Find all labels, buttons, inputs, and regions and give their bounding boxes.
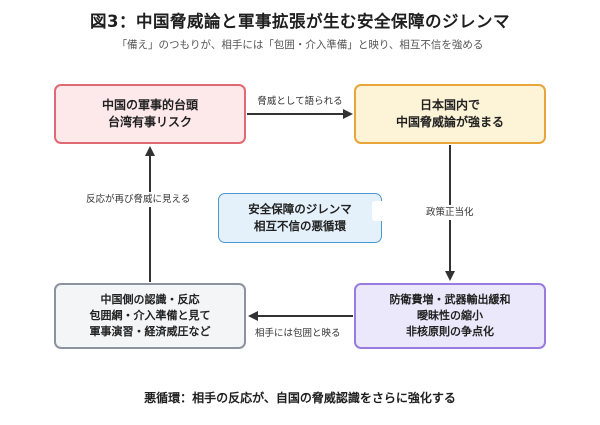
node-defense-policy: 防衛費増・武器輸出緩和 曖昧性の縮小 非核原則の争点化: [354, 283, 546, 349]
node-line: 防衛費増・武器輸出緩和: [389, 293, 511, 307]
node-line: 相互不信の悪循環: [254, 219, 346, 233]
node-line: 中国脅威論が強まる: [395, 115, 504, 129]
node-japan-threat-theory: 日本国内で 中国脅威論が強まる: [354, 84, 546, 144]
node-line: 日本国内で: [419, 97, 480, 112]
node-line: 非核原則の争点化: [406, 324, 494, 338]
edge-label-bottom: 相手には包囲と映る: [251, 326, 345, 341]
node-line: 軍事演習・経済威圧など: [89, 324, 211, 338]
node-line: 中国の軍事的台頭: [101, 97, 198, 112]
edge-label-right: 政策正当化: [422, 205, 478, 220]
node-line: 台湾有事リスク: [107, 115, 192, 129]
node-china-military-rise: 中国の軍事的台頭 台湾有事リスク: [54, 84, 246, 144]
page-title: 図3：中国脅威論と軍事拡張が生む安全保障のジレンマ: [90, 12, 510, 31]
node-line: 包囲網・介入準備と見て: [89, 309, 211, 323]
node-line: 安全保障のジレンマ: [248, 202, 352, 217]
node-china-reaction: 中国側の認識・反応 包囲網・介入準備と見て 軍事演習・経済威圧など: [54, 283, 246, 349]
edge-label-top: 脅威として語られる: [250, 94, 350, 109]
node-line: 中国側の認識・反応: [100, 293, 200, 307]
edge-label-left: 反応が再び脅威に見える: [82, 192, 195, 207]
node-security-dilemma: 安全保障のジレンマ 相互不信の悪循環: [218, 193, 382, 243]
node-line: 曖昧性の縮小: [417, 309, 483, 323]
decorative-patch: [372, 201, 386, 221]
page-subtitle: 「備え」のつもりが、相手には「包囲・介入準備」と映り、相互不信を強める: [116, 39, 484, 51]
footer-caption: 悪循環：相手の反応が、自国の脅威認識をさらに強化する: [144, 391, 456, 405]
